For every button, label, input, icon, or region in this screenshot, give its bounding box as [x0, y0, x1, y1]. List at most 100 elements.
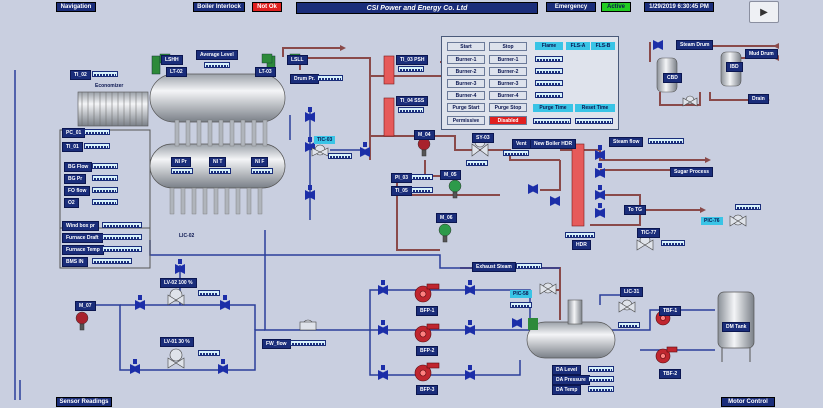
reset-time-button[interactable]: Reset Time [575, 104, 615, 112]
fw-flow-label: FW_flow [262, 339, 291, 349]
motor-control-button[interactable]: Motor Control [721, 397, 775, 407]
tic-03-value [328, 153, 352, 159]
lt-03-label: LT-03 [255, 67, 276, 77]
burner-1-stop-button[interactable]: Burner-1 [489, 55, 527, 64]
pic-76-value [735, 204, 761, 210]
ti-04-sss-value [398, 107, 424, 113]
o2-label: O2 [64, 198, 79, 208]
purge-stop-button[interactable]: Purge Stop [489, 103, 527, 112]
valve-icon [595, 203, 605, 218]
tic-77-value [661, 240, 685, 246]
burner-3-stop-button[interactable]: Burner-3 [489, 79, 527, 88]
pump-icon [655, 346, 678, 364]
lic-31-value [618, 322, 640, 328]
bg-flow-label: BG Flow [64, 162, 93, 172]
da-level-label: DA Level [552, 365, 582, 375]
lshh-label: LSHH [161, 55, 183, 65]
burner-2-stop-button[interactable]: Burner-2 [489, 67, 527, 76]
bms-in-label: BMS IN [62, 257, 88, 267]
pc-01-value [84, 129, 110, 135]
valve-icon [595, 145, 605, 160]
motor-red-icon [417, 137, 431, 157]
mud-drum-label: Mud Drum [745, 49, 778, 59]
lic-02-label: LIC-02 [179, 233, 195, 239]
datetime-display: 1/29/2019 6:30:45 PM [644, 2, 714, 12]
navigation-button[interactable]: Navigation [56, 2, 96, 12]
o2-value [92, 199, 118, 205]
page-title: CSI Power and Energy Co. Ltd [296, 2, 538, 14]
burner-4-stop-button[interactable]: Burner-4 [489, 91, 527, 100]
drum-pr-label: Drum Pr. [290, 74, 319, 84]
fw-flow-value [290, 340, 326, 346]
burner-3-start-button[interactable]: Burner-3 [447, 79, 485, 88]
fls-b-header: FLS-B [591, 42, 615, 50]
pic-58-value [510, 302, 532, 308]
ti-01-label: TI_01 [62, 142, 83, 152]
ni-f-label: NI F [251, 157, 269, 167]
ni-t-value [209, 168, 231, 174]
burner-4-start-button[interactable]: Burner-4 [447, 91, 485, 100]
da-pressure-value [588, 376, 614, 382]
bfp-2-label: BFP-2 [416, 346, 439, 356]
valve-icon [465, 365, 475, 380]
ni-t-label: NI T [209, 157, 227, 167]
bg-flow-value [92, 163, 118, 169]
ni-pr-value [171, 168, 193, 174]
valve-icon [378, 280, 388, 295]
ni-pr-label: NI Pr [171, 157, 191, 167]
exhaust-steam-label: Exhaust Steam [472, 262, 516, 272]
emergency-label: Emergency [546, 2, 596, 12]
pc-01-label: PC_01 [62, 128, 86, 138]
valve-icon [528, 184, 538, 194]
bfp-1-label: BFP-1 [416, 306, 439, 316]
ni-f-value [251, 168, 273, 174]
burner-2-start-button[interactable]: Burner-2 [447, 67, 485, 76]
flame-4-value [535, 92, 563, 98]
pic-58-label: PIC-58 [510, 290, 532, 298]
ti-03-psh-value [398, 66, 424, 72]
purge-start-button[interactable]: Purge Start [447, 103, 485, 112]
ti-05-value [411, 187, 433, 193]
stop-button[interactable]: Stop [489, 42, 527, 51]
boiler-interlock-label: Boiler Interlock [193, 2, 245, 12]
valve-icon [653, 40, 663, 50]
pump-icon [414, 323, 440, 343]
steam-drum-label: Steam Drum [676, 40, 714, 50]
vent-value [503, 150, 529, 156]
da-temp-label: DA Temp [552, 385, 582, 395]
economizer-label: Economizer [95, 83, 124, 89]
drum-pr-value [317, 75, 343, 81]
dm-tank-label: DM Tank [722, 322, 751, 332]
exhaust-steam-value [516, 263, 542, 269]
tic-03-label: TIC-03 [314, 136, 336, 144]
flame-2-value [535, 68, 563, 74]
valve-icon [465, 320, 475, 335]
cbd-label: CBD [663, 73, 682, 83]
bg-pr-value [92, 175, 118, 181]
ibd-label: IBD [726, 62, 743, 72]
sensor-readings-button[interactable]: Sensor Readings [56, 397, 112, 407]
furnace-draft-value [102, 234, 142, 240]
start-button[interactable]: Start [447, 42, 485, 51]
valve-icon [512, 318, 522, 328]
flame-3-value [535, 80, 563, 86]
valve-icon [595, 163, 605, 178]
steam-flow-value [648, 138, 684, 144]
burner-1-start-button[interactable]: Burner-1 [447, 55, 485, 64]
valve-icon [218, 359, 228, 374]
fls-a-header: FLS-A [566, 42, 590, 50]
hdr-value [565, 232, 595, 238]
next-screen-button[interactable]: ▶ [749, 1, 779, 23]
da-pressure-label: DA Pressure [552, 375, 590, 385]
valve-icon [130, 359, 140, 374]
valve-icon [135, 295, 145, 310]
purge-time-label: Purge Time [533, 104, 573, 112]
valve-icon [550, 196, 560, 206]
flame-1-value [535, 56, 563, 62]
play-arrow-icon: ▶ [760, 6, 768, 18]
lv-01-label: LV-01 30 % [160, 337, 194, 347]
reset-time-value [575, 118, 613, 124]
permissive-button[interactable]: Permissive [447, 116, 485, 125]
flame-header: Flame [535, 42, 563, 50]
valve-icon [175, 259, 185, 274]
